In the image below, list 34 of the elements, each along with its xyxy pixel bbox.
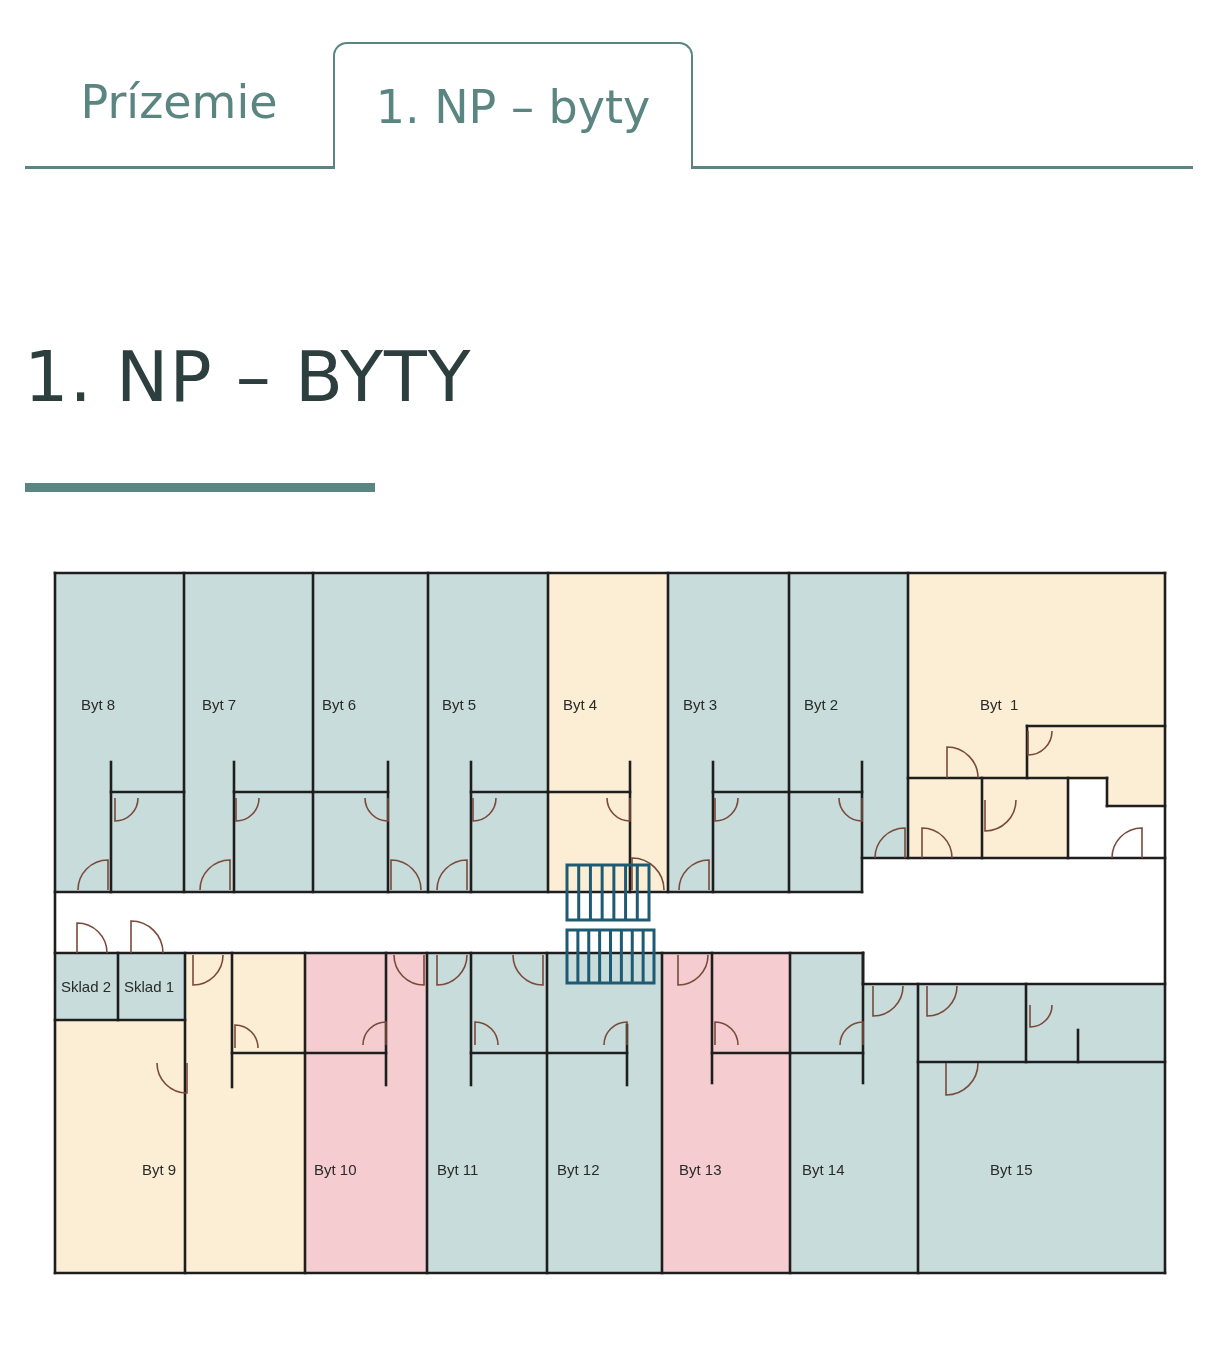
- room-label: Byt 15: [990, 1161, 1033, 1179]
- room-label: Byt 3: [683, 696, 718, 714]
- apartment-area: [548, 573, 668, 892]
- apartment-area: [790, 953, 918, 1273]
- room-label: Byt 5: [442, 696, 477, 714]
- apartment-area: [55, 1020, 305, 1273]
- room-label: Byt 6: [322, 696, 357, 714]
- apartment-area: [668, 573, 789, 892]
- apartment-area: [918, 984, 1165, 1273]
- room-label: Byt 9: [142, 1161, 177, 1179]
- room-label: Sklad 2: [61, 978, 112, 996]
- apartment-area: [184, 573, 313, 892]
- apartment-area: [313, 573, 428, 892]
- room-label: Byt 8: [81, 696, 116, 714]
- room-label: Byt 4: [563, 696, 598, 714]
- room-label: Byt 13: [679, 1161, 722, 1179]
- apartment-area: [55, 573, 184, 892]
- apartment-area: [427, 953, 547, 1273]
- room-label: Byt 10: [314, 1161, 357, 1179]
- active-tab: 1. NP – byty: [333, 42, 693, 169]
- room-label: Byt 7: [202, 696, 237, 714]
- room-label: Byt 2: [804, 696, 839, 714]
- apartment-area: [789, 573, 908, 892]
- room-label: Byt 14: [802, 1161, 845, 1179]
- page-title: 1. NP – BYTY: [24, 336, 472, 418]
- room-label: Byt 11: [437, 1161, 479, 1179]
- apartment-area: [908, 573, 1165, 858]
- apartment-area: [547, 953, 662, 1273]
- room-label: Sklad 1: [124, 978, 175, 996]
- room-label: Byt 12: [557, 1161, 600, 1179]
- room-label: Byt 1: [980, 696, 1019, 714]
- apartment-area: [662, 953, 790, 1273]
- apartment-area: [305, 953, 427, 1273]
- apartment-area: [428, 573, 548, 892]
